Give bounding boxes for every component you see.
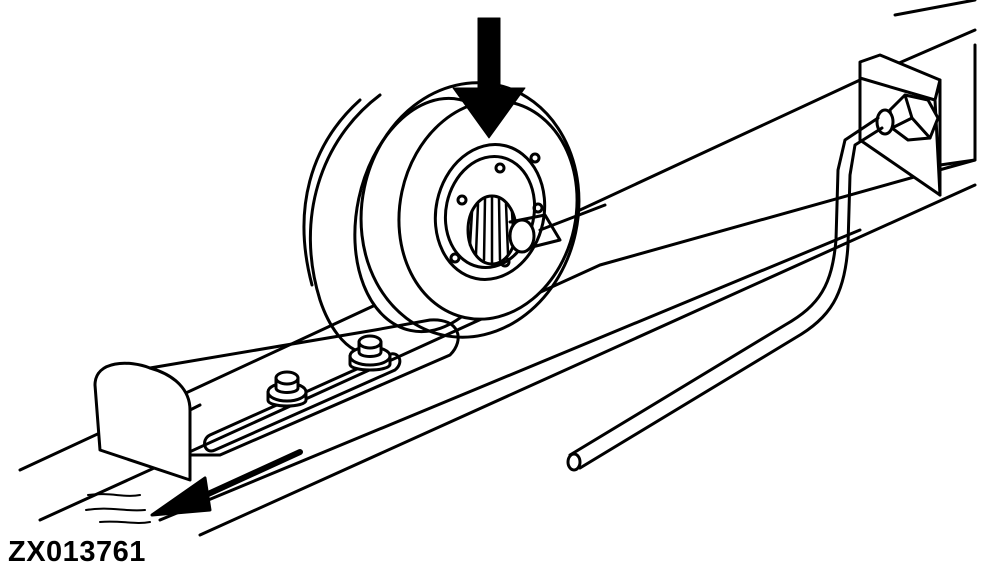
figure-id-label: ZX013761 (8, 536, 146, 568)
bracket-bolts (266, 334, 392, 408)
belt-lines (85, 493, 151, 524)
splined-hub (466, 194, 607, 266)
hex-fitting (875, 93, 940, 142)
direction-arrow (150, 449, 303, 517)
adjustment-bracket (93, 318, 460, 482)
down-arrow-icon (452, 17, 526, 139)
lube-tube (566, 116, 884, 472)
idler-wheel (302, 81, 581, 352)
